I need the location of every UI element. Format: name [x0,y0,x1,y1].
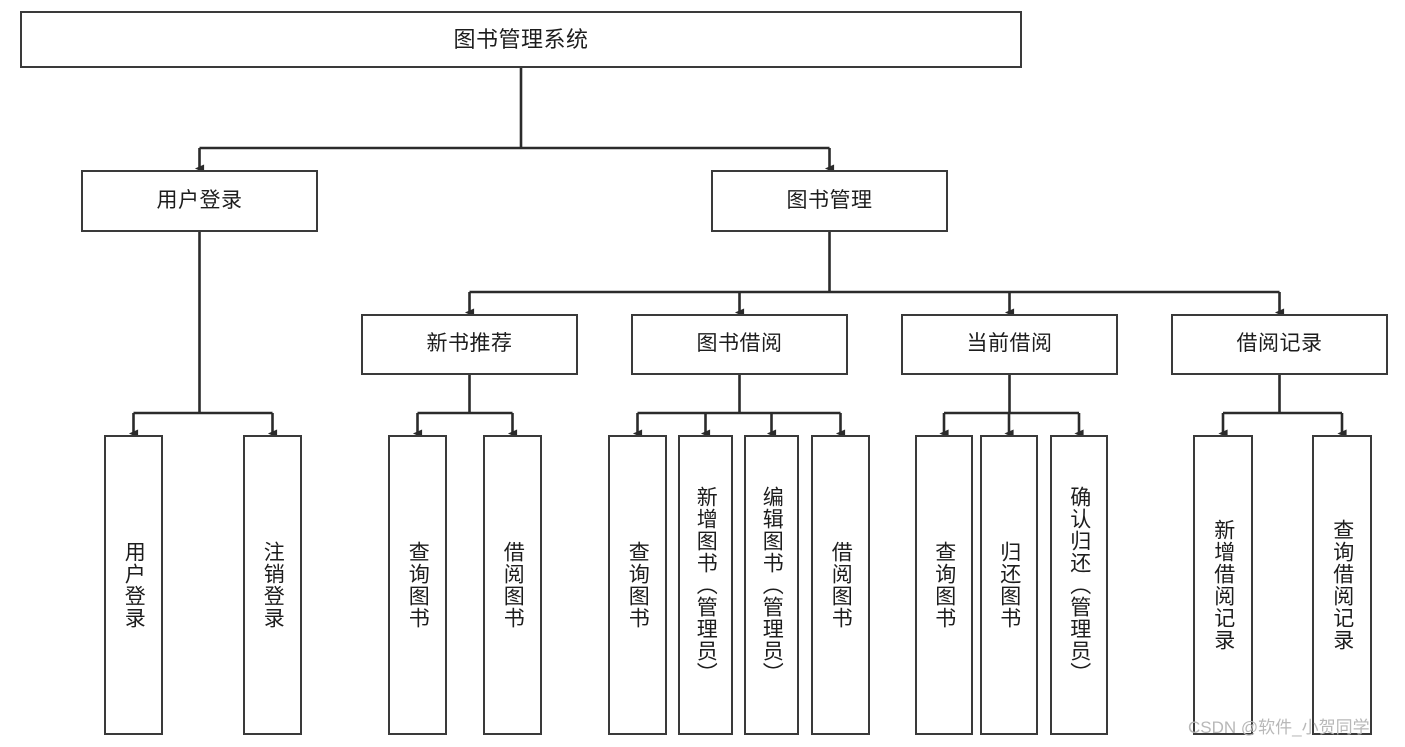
node-leaf-query-book-3[interactable]: 查询图书 [915,435,973,735]
node-label: 借阅记录 [1236,332,1323,356]
node-label: 借阅图书 [501,541,525,629]
node-label: 图书管理系统 [453,26,589,52]
node-label: 归还图书 [997,541,1021,629]
node-label: 查询图书 [626,541,650,629]
watermark: CSDN @软件_小贺同学 [1188,718,1370,737]
node-leaf-borrow-book-2[interactable]: 借阅图书 [811,435,870,735]
node-label: 新增借阅记录 [1211,519,1235,651]
node-new-book-rec[interactable]: 新书推荐 [361,314,578,375]
node-label: 用户登录 [122,541,146,629]
node-label: 借阅图书 [829,541,853,629]
node-label: 查询图书 [406,541,430,629]
node-leaf-query-book-1[interactable]: 查询图书 [388,435,447,735]
node-label: 查询借阅记录 [1330,519,1354,651]
node-leaf-return-book[interactable]: 归还图书 [980,435,1038,735]
node-label: 用户登录 [156,188,243,212]
node-label: 当前借阅 [966,332,1053,356]
node-leaf-add-record[interactable]: 新增借阅记录 [1193,435,1253,735]
node-user-login[interactable]: 用户登录 [81,170,318,232]
node-leaf-confirm-return[interactable]: 确认归还（管理员） [1050,435,1108,735]
node-leaf-logout[interactable]: 注销登录 [243,435,302,735]
node-label: 确认归还（管理员） [1067,486,1091,684]
node-leaf-user-login[interactable]: 用户登录 [104,435,163,735]
node-book-borrow[interactable]: 图书借阅 [631,314,848,375]
node-borrow-record[interactable]: 借阅记录 [1171,314,1388,375]
node-label: 图书借阅 [696,332,783,356]
node-leaf-borrow-book-1[interactable]: 借阅图书 [483,435,542,735]
node-leaf-query-book-2[interactable]: 查询图书 [608,435,667,735]
node-label: 新增图书（管理员） [694,486,718,684]
node-book-manage[interactable]: 图书管理 [711,170,948,232]
node-current-borrow[interactable]: 当前借阅 [901,314,1118,375]
node-label: 图书管理 [786,188,873,212]
node-label: 查询图书 [932,541,956,629]
node-label: 注销登录 [261,541,285,629]
node-leaf-add-book[interactable]: 新增图书（管理员） [678,435,733,735]
node-root[interactable]: 图书管理系统 [20,11,1022,68]
node-leaf-query-record[interactable]: 查询借阅记录 [1312,435,1372,735]
node-label: 新书推荐 [426,332,513,356]
node-label: 编辑图书（管理员） [760,486,784,684]
node-leaf-edit-book[interactable]: 编辑图书（管理员） [744,435,799,735]
